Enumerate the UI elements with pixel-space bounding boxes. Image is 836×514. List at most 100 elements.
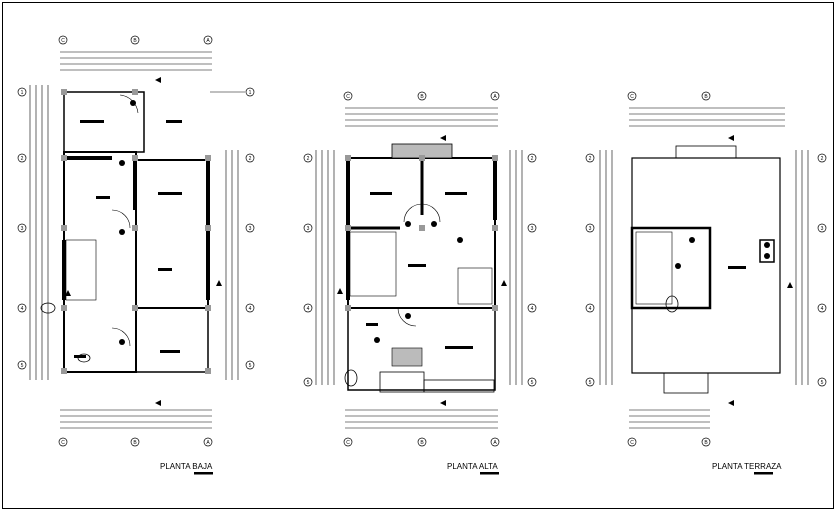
- grid-bubble-circle: [585, 223, 595, 233]
- grid-bubble-label: C: [630, 94, 634, 100]
- plan-title-planta-baja: PLANTA BAJA: [160, 462, 213, 471]
- grid-bubble-label: 2: [821, 156, 824, 162]
- grid-bubble-B: B: [417, 437, 427, 447]
- grid-bubble-label: 4: [531, 306, 534, 312]
- grid-bubble-circle: [245, 303, 255, 313]
- grid-bubble-3: 3: [303, 223, 313, 233]
- grid-bubble-circle: [303, 153, 313, 163]
- wall-outline: [347, 307, 496, 391]
- grid-bubble-3: 3: [527, 223, 537, 233]
- grid-bubble-4: 4: [17, 303, 27, 313]
- grid-bubble-A: A: [490, 91, 500, 101]
- plan-planta-alta: [315, 107, 523, 429]
- grid-bubble-circle: [245, 223, 255, 233]
- roof-outline: [631, 157, 781, 374]
- structural-columns: [345, 155, 498, 311]
- grid-bubble-circle: [817, 377, 827, 387]
- grid-bubble-label: 4: [307, 306, 310, 312]
- wall-outline: [63, 151, 137, 373]
- toilet-icon: [77, 353, 91, 363]
- grid-bubble-circle: [17, 153, 27, 163]
- grid-bubble-2: 2: [245, 153, 255, 163]
- dimension-lines-top: [29, 51, 245, 429]
- grid-bubble-A: A: [203, 437, 213, 447]
- grid-bubble-4: 4: [245, 303, 255, 313]
- grid-bubble-C: C: [343, 437, 353, 447]
- grid-bubble-label: C: [61, 440, 65, 446]
- grid-bubble-circle: [701, 91, 711, 101]
- grid-bubble-label: C: [61, 38, 65, 44]
- grid-bubble-circle: [527, 153, 537, 163]
- grid-bubble-B: B: [417, 91, 427, 101]
- grid-bubble-1: 1: [17, 87, 27, 97]
- grid-bubble-label: 3: [307, 226, 310, 232]
- grid-bubble-label: B: [420, 94, 424, 100]
- grid-bubble-label: B: [704, 440, 708, 446]
- grid-bubble-circle: [585, 377, 595, 387]
- grid-bubble-2: 2: [817, 153, 827, 163]
- grid-bubble-A: A: [203, 35, 213, 45]
- grid-bubble-label: B: [704, 94, 708, 100]
- grid-bubble-label: 3: [531, 226, 534, 232]
- toilet-icon: [665, 295, 679, 313]
- grid-bubble-label: 4: [21, 306, 24, 312]
- grid-bubble-circle: [343, 91, 353, 101]
- grid-bubble-label: 4: [821, 306, 824, 312]
- grid-bubble-label: C: [630, 440, 634, 446]
- title-underline: [194, 472, 213, 475]
- grid-bubble-label: 3: [821, 226, 824, 232]
- grid-bubble-label: 3: [589, 226, 592, 232]
- grid-bubble-circle: [17, 223, 27, 233]
- grid-bubble-circle: [130, 35, 140, 45]
- grid-bubble-label: A: [493, 440, 497, 446]
- grid-bubble-label: B: [133, 440, 137, 446]
- grid-bubble-2: 2: [303, 153, 313, 163]
- grid-bubble-circle: [203, 35, 213, 45]
- grid-bubble-B: B: [130, 35, 140, 45]
- grid-bubble-5: 5: [245, 360, 255, 370]
- grid-bubble-circle: [817, 223, 827, 233]
- grid-bubble-4: 4: [527, 303, 537, 313]
- grid-bubble-label: 5: [821, 380, 824, 386]
- grid-bubble-circle: [343, 437, 353, 447]
- grid-bubble-label: A: [206, 38, 210, 44]
- toilet-icon: [40, 302, 56, 314]
- grid-bubble-1: 1: [245, 87, 255, 97]
- grid-bubble-C: C: [58, 437, 68, 447]
- grid-bubble-circle: [17, 303, 27, 313]
- grid-bubble-circle: [303, 303, 313, 313]
- grid-bubble-B: B: [701, 437, 711, 447]
- grid-bubble-B: B: [130, 437, 140, 447]
- grid-bubble-circle: [58, 35, 68, 45]
- grid-bubble-label: B: [133, 38, 137, 44]
- title-underline: [754, 472, 773, 475]
- grid-bubble-2: 2: [527, 153, 537, 163]
- grid-bubble-B: B: [701, 91, 711, 101]
- grid-bubble-C: C: [58, 35, 68, 45]
- grid-bubble-label: 3: [249, 226, 252, 232]
- grid-bubble-label: 3: [21, 226, 24, 232]
- grid-bubble-circle: [817, 303, 827, 313]
- grid-bubble-circle: [585, 303, 595, 313]
- grid-bubble-A: A: [490, 437, 500, 447]
- grid-bubble-circle: [303, 377, 313, 387]
- grid-bubble-circle: [417, 437, 427, 447]
- grid-bubble-label: 1: [21, 90, 24, 96]
- grid-bubble-circle: [490, 91, 500, 101]
- grid-bubble-label: 5: [21, 363, 24, 369]
- wall-outline: [135, 159, 209, 309]
- grid-bubble-circle: [627, 437, 637, 447]
- grid-bubble-circle: [627, 91, 637, 101]
- grid-bubble-2: 2: [585, 153, 595, 163]
- grid-bubble-circle: [527, 377, 537, 387]
- grid-bubble-label: C: [346, 94, 350, 100]
- grid-bubble-3: 3: [585, 223, 595, 233]
- grid-bubble-circle: [527, 223, 537, 233]
- grid-bubble-label: A: [206, 440, 210, 446]
- grid-bubble-5: 5: [17, 360, 27, 370]
- plan-title-planta-terraza: PLANTA TERRAZA: [712, 462, 782, 471]
- grid-bubble-label: 2: [589, 156, 592, 162]
- grid-bubble-circle: [17, 87, 27, 97]
